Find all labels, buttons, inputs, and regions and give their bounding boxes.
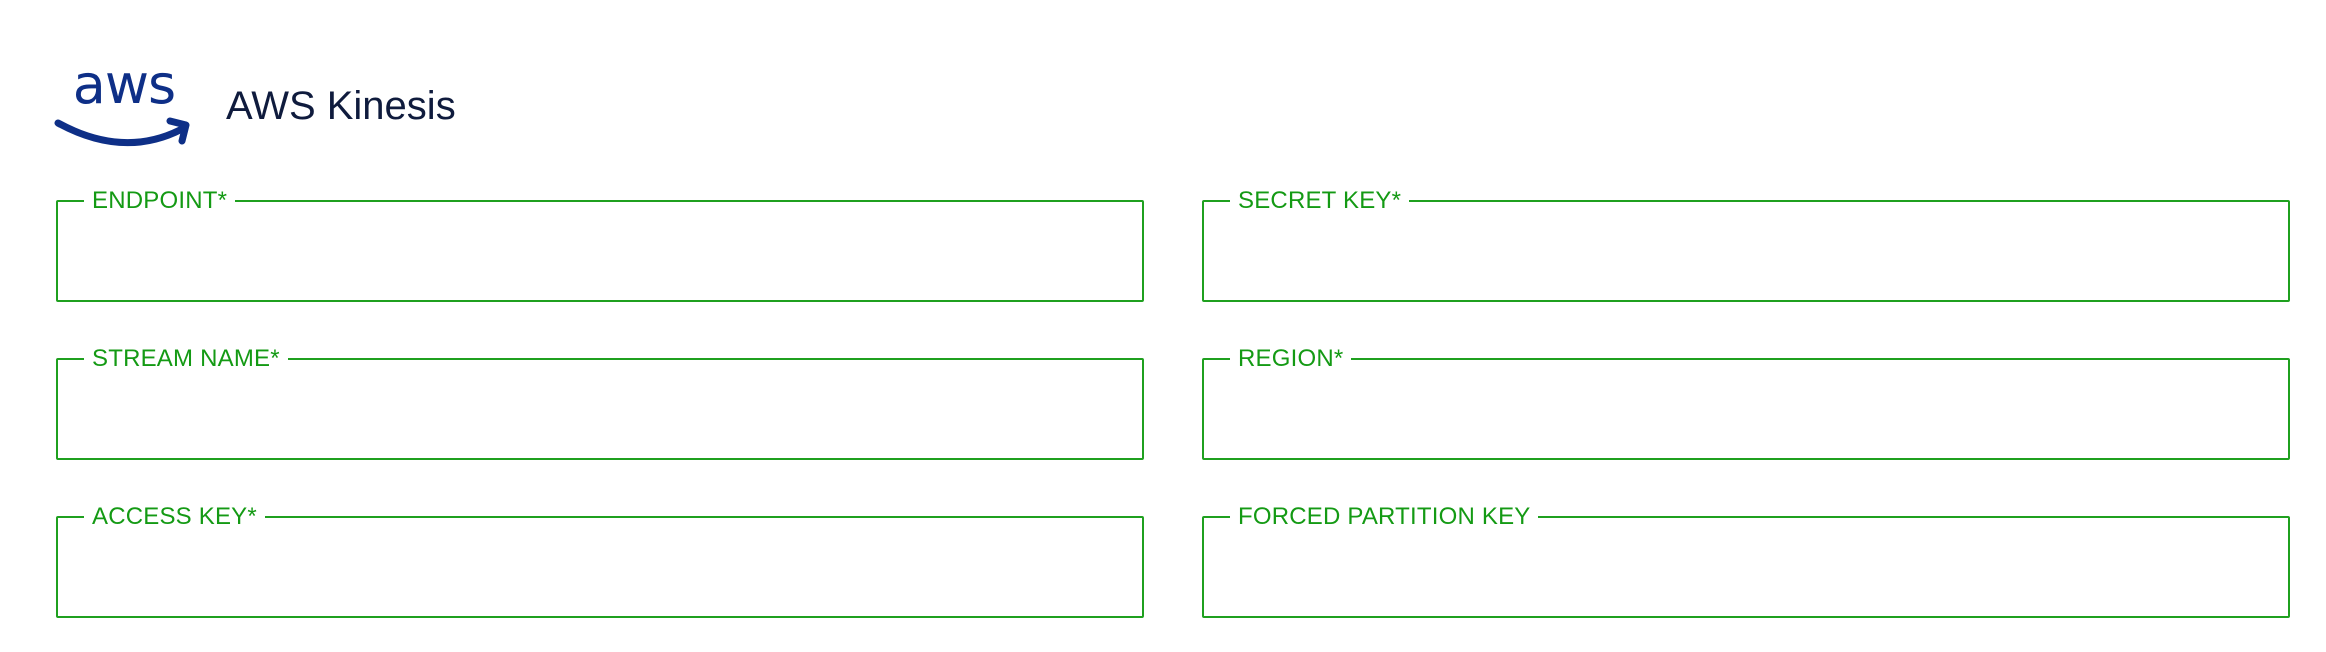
access-key-label: ACCESS KEY* <box>84 503 265 531</box>
endpoint-field[interactable]: ENDPOINT* <box>56 187 1144 302</box>
page-header: aws AWS Kinesis <box>54 56 456 152</box>
forced-partition-key-field[interactable]: FORCED PARTITION KEY <box>1202 503 2290 618</box>
endpoint-input[interactable] <box>82 232 1118 276</box>
region-label: REGION* <box>1230 345 1352 373</box>
stream-name-label: STREAM NAME* <box>84 345 288 373</box>
region-field[interactable]: REGION* <box>1202 345 2290 460</box>
secret-key-label: SECRET KEY* <box>1230 187 1410 215</box>
aws-logo: aws <box>54 59 190 147</box>
secret-key-field[interactable]: SECRET KEY* <box>1202 187 2290 302</box>
svg-text:aws: aws <box>73 59 175 116</box>
stream-name-input[interactable] <box>82 390 1118 434</box>
access-key-input[interactable] <box>82 548 1118 592</box>
forced-partition-key-label: FORCED PARTITION KEY <box>1230 503 1539 531</box>
secret-key-input[interactable] <box>1228 232 2264 276</box>
region-input[interactable] <box>1228 390 2264 434</box>
forced-partition-key-input[interactable] <box>1228 548 2264 592</box>
stream-name-field[interactable]: STREAM NAME* <box>56 345 1144 460</box>
page-title: AWS Kinesis <box>226 83 456 128</box>
endpoint-label: ENDPOINT* <box>84 187 236 215</box>
access-key-field[interactable]: ACCESS KEY* <box>56 503 1144 618</box>
